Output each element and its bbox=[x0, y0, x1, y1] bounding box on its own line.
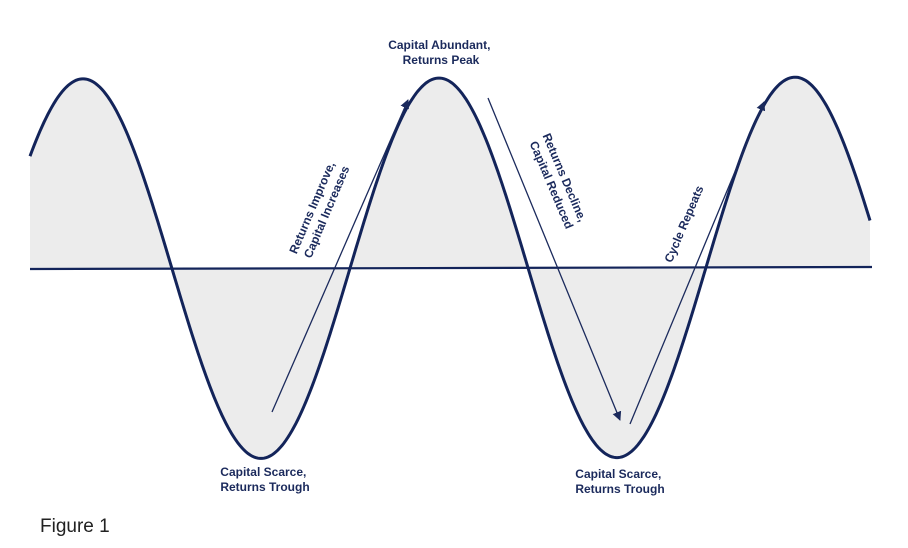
label-trough-1: Capital Scarce, Returns Trough bbox=[220, 465, 309, 494]
baseline-axis bbox=[29, 265, 873, 271]
label-trough-2: Capital Scarce, Returns Trough bbox=[575, 467, 664, 496]
arrow-cycle-repeats bbox=[629, 101, 766, 425]
label-peak: Capital Abundant, Returns Peak bbox=[388, 38, 494, 67]
arrow-returns-improve bbox=[271, 99, 409, 413]
label-cycle-repeats: Cycle Repeats bbox=[662, 183, 707, 264]
label-returns-improve: Returns Improve, Capital Increases bbox=[286, 156, 353, 261]
sine-wave-curve bbox=[28, 75, 872, 460]
arrow-returns-decline bbox=[487, 97, 622, 421]
figure-caption: Figure 1 bbox=[40, 516, 110, 537]
label-returns-decline: Returns Decline, Capital Reduced bbox=[526, 131, 591, 233]
